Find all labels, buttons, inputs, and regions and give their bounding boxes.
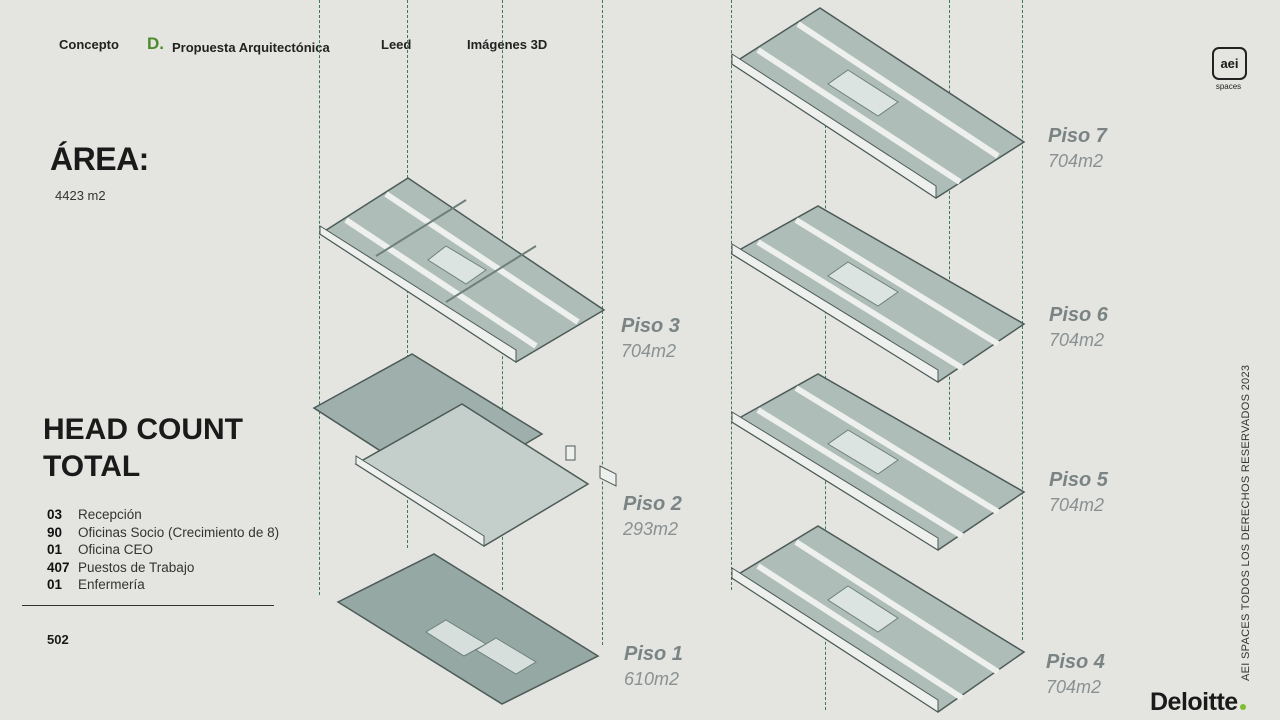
headcount-total: 502 bbox=[47, 632, 69, 647]
nav-item-leed[interactable]: Leed bbox=[381, 37, 411, 52]
brand-name: Deloitte bbox=[1150, 688, 1238, 716]
headcount-count: 90 bbox=[47, 524, 63, 540]
aei-spaces-logo: aei spaces bbox=[1212, 47, 1247, 91]
floor-name: Piso 4 bbox=[1046, 651, 1105, 673]
divider bbox=[22, 605, 274, 606]
floor-plan-1 bbox=[336, 553, 600, 705]
floor-name: Piso 1 bbox=[624, 643, 683, 665]
logo-mark: aei bbox=[1212, 47, 1247, 80]
floor-name: Piso 5 bbox=[1049, 469, 1108, 491]
floor-area: 704m2 bbox=[1046, 677, 1102, 697]
nav-item-label: Concepto bbox=[59, 37, 119, 52]
floor-area: 704m2 bbox=[621, 341, 677, 361]
copyright-text: AEI SPACES TODOS LOS DERECHOS RESERVADOS… bbox=[1240, 364, 1252, 681]
floor-area: 704m2 bbox=[1049, 495, 1105, 515]
guide-line bbox=[602, 0, 603, 645]
floor-name: Piso 2 bbox=[623, 493, 682, 515]
area-value: 4423 m2 bbox=[55, 188, 106, 203]
headcount-count: 01 bbox=[47, 577, 63, 592]
floor-label-2: Piso 2 293m2 bbox=[623, 493, 682, 540]
floor-label-1: Piso 1 610m2 bbox=[624, 643, 683, 690]
floor-plan-7 bbox=[730, 7, 1026, 199]
nav-item-label: Propuesta Arquitectónica bbox=[172, 40, 330, 55]
nav-item-label: Leed bbox=[381, 37, 412, 52]
floor-name: Piso 7 bbox=[1048, 125, 1107, 147]
headcount-label: Oficinas Socio (Crecimiento de 8) bbox=[78, 524, 280, 540]
deloitte-logo: Deloitte bbox=[1150, 688, 1246, 717]
nav-item-propuesta[interactable]: D. Propuesta Arquitectónica bbox=[147, 34, 330, 57]
floor-label-7: Piso 7 704m2 bbox=[1048, 125, 1107, 172]
floor-label-4: Piso 4 704m2 bbox=[1046, 651, 1105, 698]
list-item: 407 Puestos de Trabajo bbox=[47, 560, 279, 578]
headcount-title-line1: HEAD COUNT bbox=[43, 413, 243, 446]
headcount-label: Enfermería bbox=[78, 577, 145, 592]
floor-area: 704m2 bbox=[1048, 151, 1104, 171]
headcount-title-line2: TOTAL bbox=[43, 450, 141, 483]
floor-area: 293m2 bbox=[623, 519, 679, 539]
floor-label-3: Piso 3 704m2 bbox=[621, 315, 680, 362]
brand-dot bbox=[1239, 704, 1246, 710]
list-item: 01 Enfermería bbox=[47, 577, 279, 595]
guide-line bbox=[1022, 0, 1023, 640]
floor-plan-2 bbox=[312, 353, 617, 547]
headcount-list: 03 Recepción 90 Oficinas Socio (Crecimient… bbox=[47, 507, 279, 595]
floor-plan-5 bbox=[730, 373, 1026, 551]
guide-line bbox=[319, 0, 320, 595]
headcount-label: Recepción bbox=[78, 507, 142, 522]
headcount-count: 01 bbox=[47, 542, 63, 557]
floor-area: 704m2 bbox=[1049, 330, 1105, 350]
floor-plan-4 bbox=[730, 525, 1026, 713]
floor-name: Piso 6 bbox=[1049, 304, 1108, 326]
headcount-label: Puestos de Trabajo bbox=[78, 559, 195, 575]
floor-plan-3 bbox=[318, 177, 606, 363]
list-item: 01 Oficina CEO bbox=[47, 542, 279, 560]
nav-item-concepto[interactable]: Concepto bbox=[59, 37, 119, 52]
area-title: ÁREA: bbox=[50, 141, 149, 177]
headcount-label: Oficina CEO bbox=[78, 542, 154, 557]
nav-item-label: Imágenes 3D bbox=[467, 37, 548, 52]
floor-name: Piso 3 bbox=[621, 315, 680, 337]
headcount-count: 03 bbox=[47, 507, 63, 522]
nav-active-marker: D. bbox=[147, 34, 164, 53]
list-item: 03 Recepción bbox=[47, 507, 279, 525]
guide-line bbox=[731, 0, 732, 590]
headcount-title: HEAD COUNT TOTAL bbox=[43, 411, 243, 485]
list-item: 90 Oficinas Socio (Crecimiento de 8) bbox=[47, 525, 279, 543]
floor-area: 610m2 bbox=[624, 669, 680, 689]
floor-label-6: Piso 6 704m2 bbox=[1049, 304, 1108, 351]
floor-plan-6 bbox=[730, 205, 1026, 383]
nav-item-imagenes[interactable]: Imágenes 3D bbox=[467, 37, 547, 52]
floor-label-5: Piso 5 704m2 bbox=[1049, 469, 1108, 516]
headcount-count: 407 bbox=[47, 559, 70, 575]
logo-subtitle: spaces bbox=[1215, 82, 1242, 91]
guide-line bbox=[949, 0, 950, 440]
